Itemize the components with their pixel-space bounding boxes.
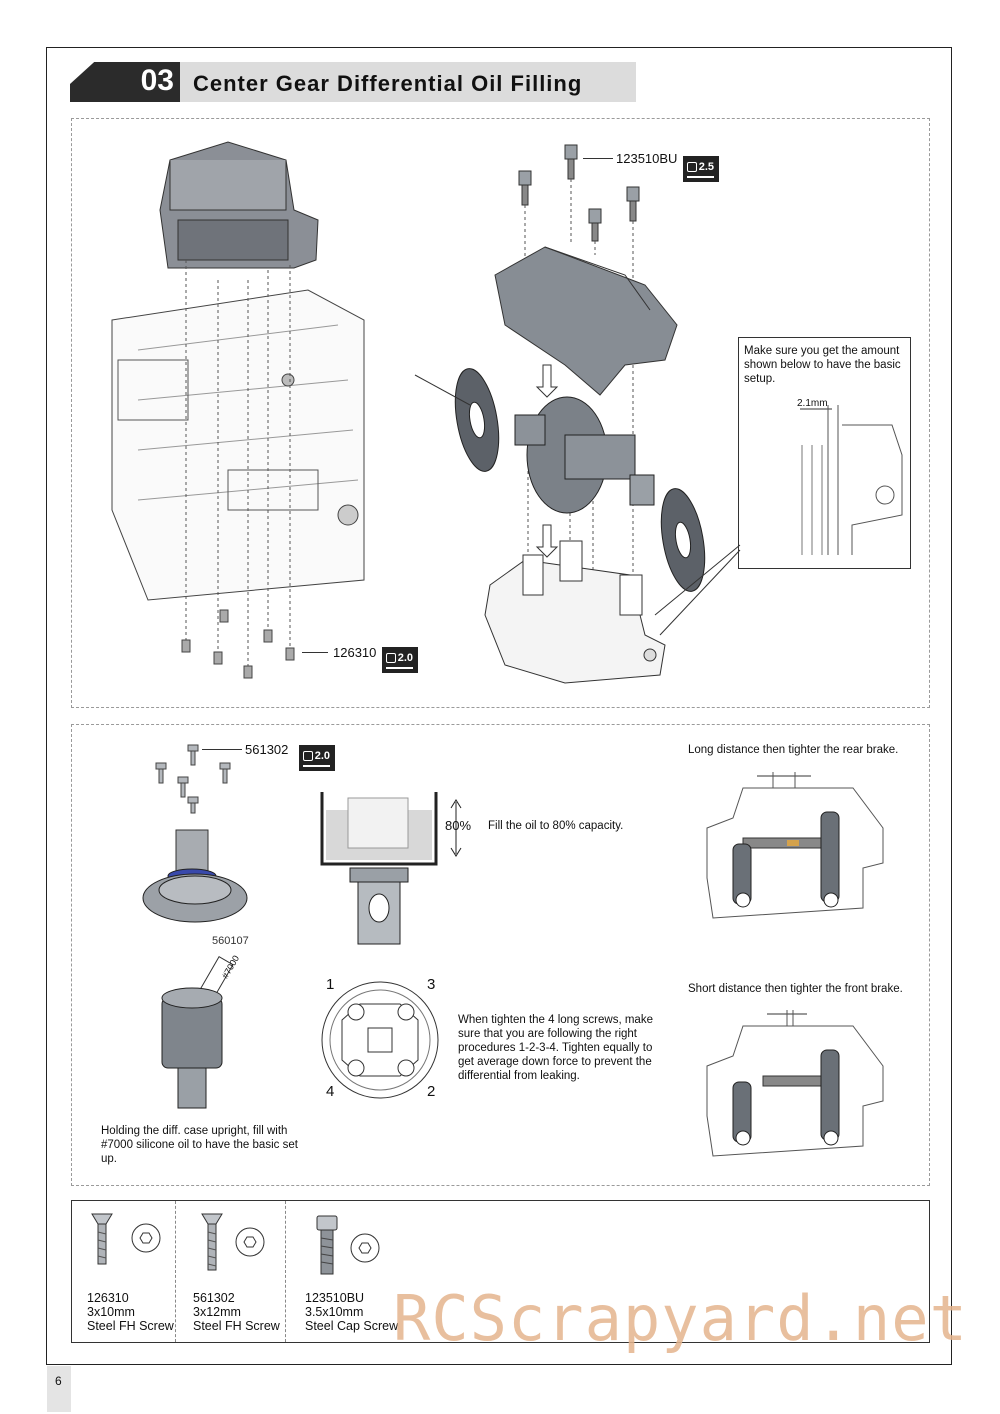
ring-gear-illustration [142, 829, 248, 923]
setup-detail-box [738, 337, 911, 569]
front-brake-note: Short distance then tighter the front br… [688, 983, 903, 995]
rear-brake-note: Long distance then tighter the rear brak… [688, 744, 899, 756]
order-label-4: 4 [326, 1083, 335, 1100]
bottom-screw-leader [302, 652, 328, 653]
step-number-badge: 03 [70, 62, 180, 102]
step-number: 03 [140, 64, 174, 97]
brake-gap-detail [800, 405, 903, 555]
watermark: RCScrapyard.net [393, 1282, 968, 1355]
top-screw-leader [583, 158, 613, 159]
diff-screw-part-number: 561302 [245, 742, 289, 757]
top-screw-part-number: 123510BU [616, 151, 678, 166]
assembly-panel [71, 118, 930, 708]
tighten-order-illustration [321, 981, 439, 1099]
page-frame [46, 47, 952, 1365]
tighten-note: When tighten the 4 long screws, make sur… [458, 1014, 653, 1082]
hold-note: Holding the diff. case upright, fill wit… [101, 1125, 298, 1165]
diff-case-fill-illustration [161, 955, 234, 1109]
gap-label: 2.1mm [797, 398, 828, 409]
hex-wrench-2.5-icon: 2.5 [683, 156, 719, 182]
fh-screw-3x10-icon [91, 1213, 161, 1265]
fh-screw-3x12-icon [201, 1213, 265, 1271]
step-title: Center Gear Differential Oil Filling [193, 71, 583, 96]
page-number-tab: 6 [47, 1366, 71, 1412]
rear-brake-illustration [706, 772, 884, 919]
parts-divider [285, 1201, 286, 1342]
front-brake-illustration [706, 1010, 884, 1157]
step-title-bar: Center Gear Differential Oil Filling [180, 62, 636, 102]
order-label-1: 1 [326, 976, 335, 993]
oil-level-illustration [320, 792, 462, 945]
chassis-illustration [111, 141, 365, 679]
cap-screw-3.5x10-icon [316, 1215, 380, 1275]
order-label-3: 3 [427, 976, 436, 993]
oil-percent-label: 80% [445, 818, 472, 833]
hex-wrench-2.0-icon: 2.0 [299, 745, 335, 771]
parts-legend [71, 1200, 930, 1343]
bottom-screw-part-number: 126310 [333, 645, 377, 660]
setup-note: Make sure you get the amount shown below… [744, 345, 901, 385]
fill-note: Fill the oil to 80% capacity. [488, 820, 624, 832]
oil-filling-panel [71, 724, 930, 1186]
order-label-2: 2 [427, 1083, 436, 1100]
hex-wrench-2.0-icon: 2.0 [382, 647, 418, 673]
diff-screw-leader [202, 749, 242, 750]
ring-gear-part-number: 560107 [212, 935, 249, 947]
diff-screws-illustration [155, 744, 231, 814]
center-diff-exploded-illustration [414, 144, 741, 684]
page-number: 6 [55, 1374, 62, 1388]
parts-divider [175, 1201, 176, 1342]
